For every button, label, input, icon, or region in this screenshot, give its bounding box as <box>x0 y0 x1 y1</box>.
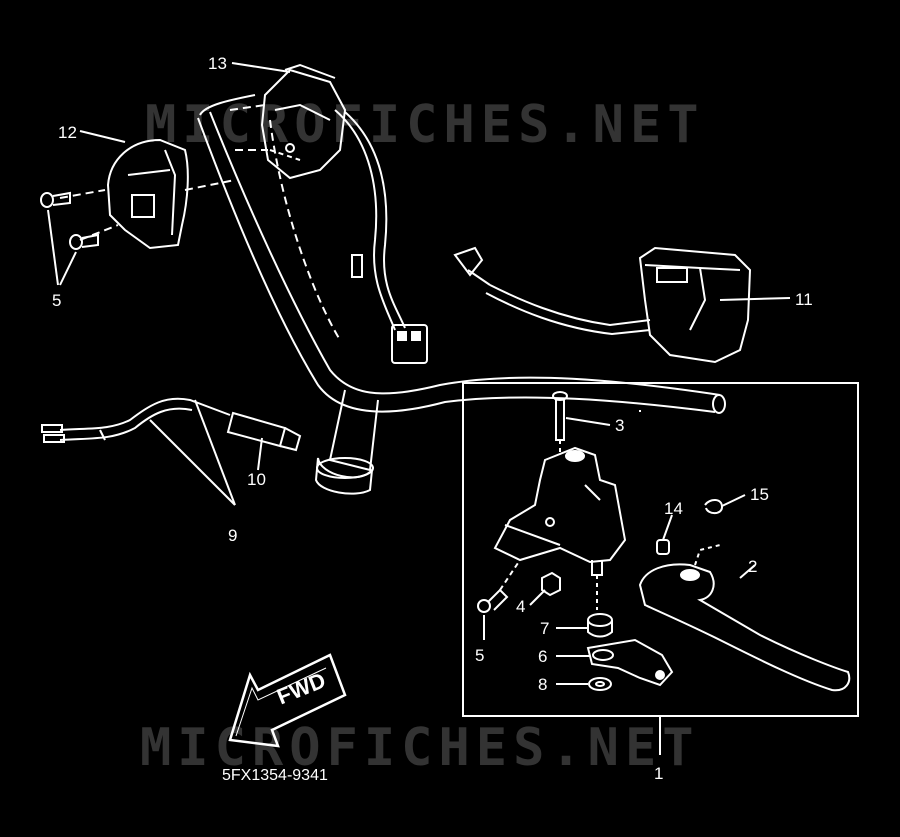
callout-4: 4 <box>516 597 526 616</box>
watermark-bottom: MICROFICHES.NET <box>140 718 700 778</box>
switch-housing-13 <box>229 63 347 180</box>
callout-12: 12 <box>58 123 77 142</box>
spring-15 <box>704 494 746 515</box>
callout-1: 1 <box>654 764 664 783</box>
callout-14: 14 <box>664 499 683 518</box>
callout-2: 2 <box>748 557 758 576</box>
watermark-top: MICROFICHES.NET <box>145 95 705 155</box>
plate-6 <box>556 638 674 687</box>
pin-14 <box>656 514 673 555</box>
callout-10: 10 <box>247 470 266 489</box>
callout-13: 13 <box>208 54 227 73</box>
forward-arrow <box>228 653 347 748</box>
washer-8 <box>556 677 612 691</box>
callout-8: 8 <box>538 675 548 694</box>
handlebar-clamp <box>314 389 379 495</box>
lever-bracket <box>493 446 627 610</box>
callout-3: 3 <box>615 416 625 435</box>
callout-6: 6 <box>538 647 548 666</box>
nut-4 <box>529 571 561 606</box>
switch-housing-12 <box>59 138 236 250</box>
diagram-code: 5FX1354-9341 <box>222 767 328 784</box>
screw-5-lower <box>477 559 521 640</box>
screw-5-left <box>40 191 99 286</box>
callout-7: 7 <box>540 619 550 638</box>
bolt-3 <box>552 391 611 455</box>
switch-harness-right <box>334 109 428 364</box>
callout-15: 15 <box>750 485 769 504</box>
bulb-socket-10 <box>149 399 302 506</box>
collar-7 <box>556 613 613 638</box>
switch-housing-11 <box>453 246 791 364</box>
callout-5-left: 5 <box>52 291 62 310</box>
callout-11: 11 <box>795 290 813 309</box>
callout-9: 9 <box>228 526 238 545</box>
handlebar <box>197 94 726 414</box>
harness-9 <box>41 397 231 443</box>
callout-5-lower: 5 <box>475 646 485 665</box>
lever-2 <box>638 544 851 692</box>
lever-assembly-box <box>462 382 859 717</box>
